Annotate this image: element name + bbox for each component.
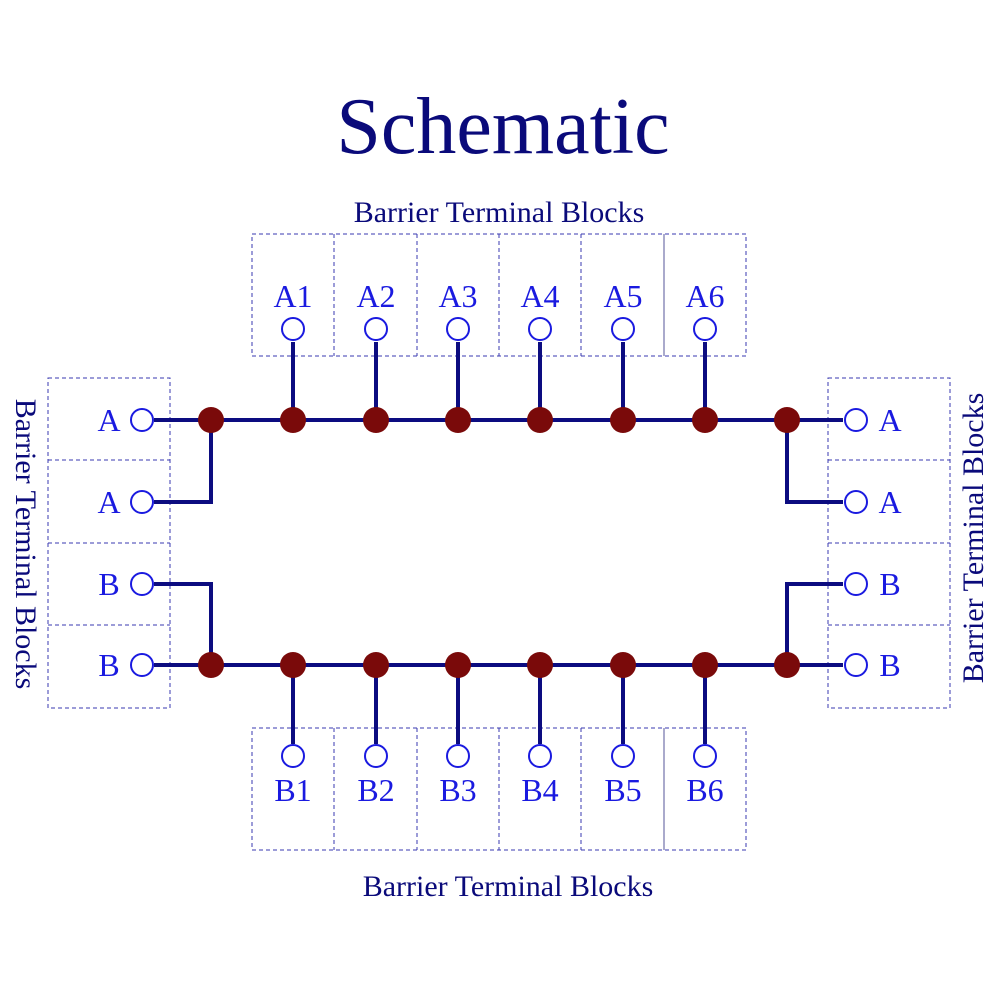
terminal-screw-icon: [446, 317, 470, 341]
junction-node: [280, 407, 306, 433]
left-a2-jumper: [154, 420, 213, 504]
terminal-screw-icon: [611, 744, 635, 768]
junction-node: [445, 652, 471, 678]
terminal-label: A: [878, 484, 901, 520]
junction-node: [774, 407, 800, 433]
terminal-screw-icon: [844, 572, 868, 596]
top-block-frame: [251, 233, 747, 357]
junction-node: [445, 407, 471, 433]
junction-node: [774, 652, 800, 678]
bottom-terminals: B1 B2 B3 B4 B5 B6: [274, 744, 724, 808]
junction-node: [527, 652, 553, 678]
terminal-label: B5: [604, 772, 641, 808]
junction-nodes: [198, 407, 800, 678]
terminal-screw-icon: [693, 317, 717, 341]
junction-node: [198, 407, 224, 433]
terminal-label: B: [98, 647, 119, 683]
bottom-terminal-block: [251, 727, 747, 851]
right-b1-jumper: [785, 582, 843, 665]
junction-node: [527, 407, 553, 433]
terminal-screw-icon: [130, 572, 154, 596]
junction-node: [198, 652, 224, 678]
terminal-label: A2: [356, 278, 395, 314]
junction-node: [363, 652, 389, 678]
terminal-label: A6: [685, 278, 724, 314]
terminal-label: B: [98, 566, 119, 602]
terminal-label: A5: [603, 278, 642, 314]
terminal-screw-icon: [528, 317, 552, 341]
terminal-label: B6: [686, 772, 723, 808]
left-block-caption: Barrier Terminal Blocks: [9, 399, 42, 690]
right-terminal-block: [827, 377, 951, 709]
top-terminal-block: [251, 233, 747, 357]
right-a2-jumper: [785, 420, 843, 504]
terminal-screw-icon: [528, 744, 552, 768]
left-b1-jumper: [154, 582, 213, 665]
terminal-label: B1: [274, 772, 311, 808]
left-terminals: A A B B: [97, 402, 154, 683]
terminal-label: B: [879, 647, 900, 683]
terminal-label: A: [97, 484, 120, 520]
terminal-screw-icon: [130, 490, 154, 514]
junction-node: [610, 652, 636, 678]
right-block-caption: Barrier Terminal Blocks: [957, 393, 990, 684]
terminal-label: A3: [438, 278, 477, 314]
junction-node: [363, 407, 389, 433]
junction-node: [610, 407, 636, 433]
terminal-label: B2: [357, 772, 394, 808]
right-terminals: A A B B: [844, 402, 902, 683]
top-block-caption: Barrier Terminal Blocks: [354, 196, 645, 229]
junction-node: [692, 407, 718, 433]
wiring: [154, 342, 843, 744]
terminal-screw-icon: [693, 744, 717, 768]
terminal-screw-icon: [130, 408, 154, 432]
terminal-screw-icon: [364, 744, 388, 768]
terminal-screw-icon: [611, 317, 635, 341]
terminal-label: A: [878, 402, 901, 438]
terminal-label: B3: [439, 772, 476, 808]
left-terminal-block: [47, 377, 171, 709]
terminal-label: B4: [521, 772, 558, 808]
terminal-screw-icon: [281, 744, 305, 768]
terminal-screw-icon: [844, 653, 868, 677]
terminal-screw-icon: [364, 317, 388, 341]
terminal-label: B: [879, 566, 900, 602]
terminal-label: A1: [273, 278, 312, 314]
junction-node: [692, 652, 718, 678]
bottom-block-caption: Barrier Terminal Blocks: [363, 870, 654, 903]
junction-node: [280, 652, 306, 678]
terminal-screw-icon: [130, 653, 154, 677]
terminal-label: A4: [520, 278, 559, 314]
terminal-screw-icon: [281, 317, 305, 341]
page-title: Schematic: [336, 83, 669, 171]
bottom-block-frame: [251, 727, 747, 851]
terminal-label: A: [97, 402, 120, 438]
top-terminals: A1 A2 A3 A4 A5 A6: [273, 278, 725, 341]
terminal-screw-icon: [446, 744, 470, 768]
terminal-screw-icon: [844, 490, 868, 514]
terminal-screw-icon: [844, 408, 868, 432]
